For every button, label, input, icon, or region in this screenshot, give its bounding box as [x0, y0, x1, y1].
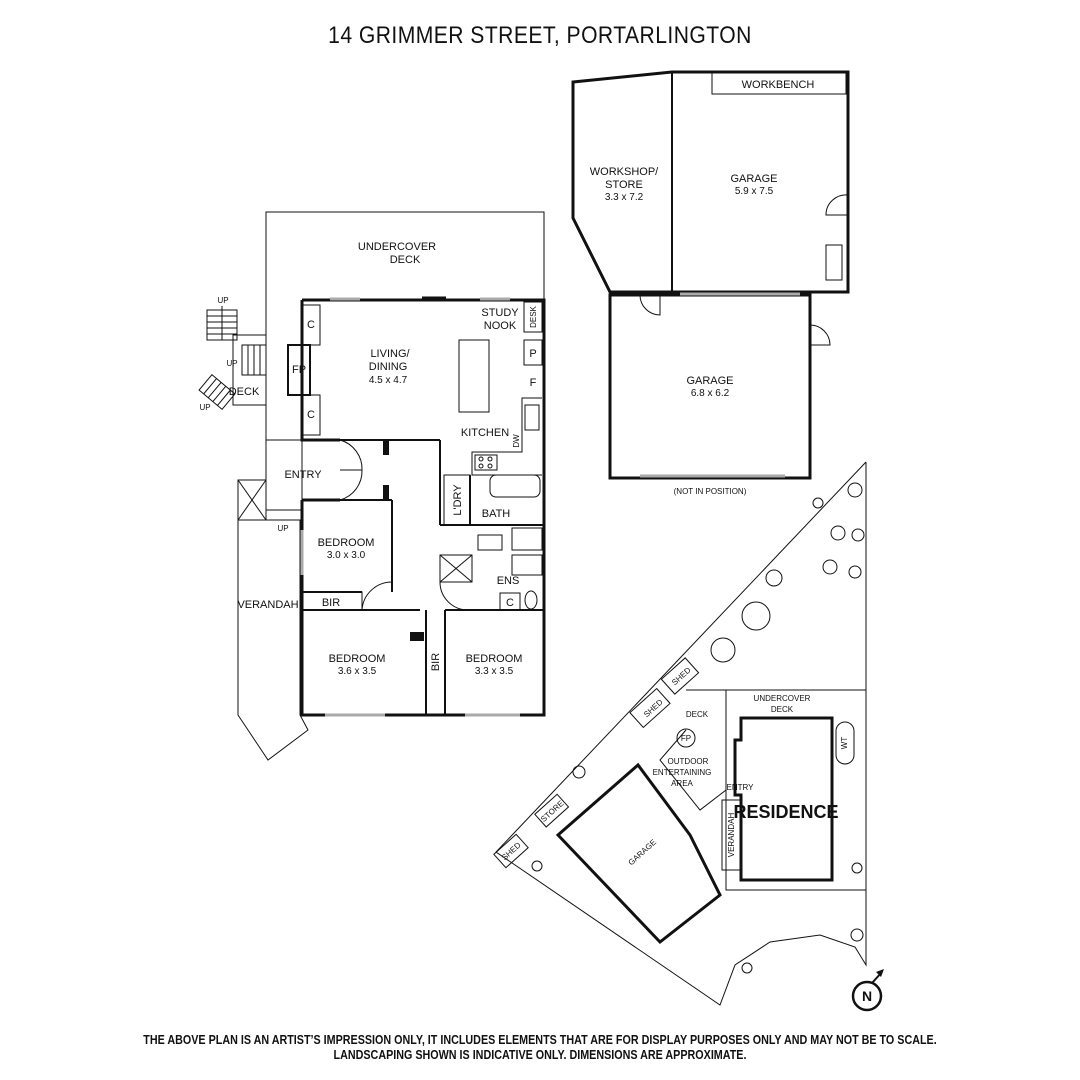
- outbuilding-upper-wall: [571, 70, 850, 294]
- site-undercover-label-1: UNDERCOVER: [754, 694, 811, 703]
- outbuilding-plan: WORKBENCH WORKSHOP/ STORE 3.3 x 7.2 GARA…: [571, 70, 850, 496]
- plan-title: 14 GRIMMER STREET, PORTARLINGTON: [328, 22, 752, 49]
- fridge-label: F: [530, 377, 537, 389]
- cooktop: [474, 454, 498, 471]
- kitchen-label: KITCHEN: [461, 427, 509, 439]
- site-undercover-deck: [725, 689, 867, 891]
- laundry: [443, 474, 471, 526]
- fireplace-label: FP: [292, 364, 306, 376]
- living-label-1: LIVING/: [370, 348, 410, 360]
- entry-label: ENTRY: [284, 469, 322, 481]
- undercover-deck-label-1: UNDERCOVER: [358, 241, 436, 253]
- workshop-label-2: STORE: [605, 179, 643, 191]
- up-label-3: UP: [199, 403, 210, 412]
- compass-north-icon: N: [851, 969, 884, 1012]
- up-label-1: UP: [217, 296, 228, 305]
- verandah-box: [237, 479, 267, 521]
- stairs-angled: [198, 373, 236, 411]
- desk-label: DESK: [529, 305, 538, 327]
- stairs-top: [206, 306, 238, 341]
- cupboard-label-1: C: [307, 319, 315, 331]
- shed-3: [493, 833, 529, 869]
- workshop-label-1: WORKSHOP/: [590, 166, 659, 178]
- residence-footprint: [733, 716, 834, 882]
- water-tank: [835, 721, 855, 765]
- shed-1: [629, 687, 671, 729]
- bath-label: BATH: [482, 508, 511, 520]
- study-label-1: STUDY: [481, 307, 519, 319]
- site-fireplace: [676, 728, 696, 748]
- garage2-dims: 6.8 x 6.2: [691, 388, 730, 399]
- site-deck-label: DECK: [686, 710, 709, 719]
- verandah-label: VERANDAH: [237, 599, 298, 611]
- site-garage: [555, 762, 722, 945]
- cupboard-label-2: C: [307, 409, 315, 421]
- tree-symbols: [531, 482, 865, 974]
- site-verandah: [721, 799, 741, 871]
- undercover-deck-outline: [265, 211, 545, 440]
- bir-label-2: BIR: [430, 653, 442, 671]
- workshop-dims: 3.3 x 7.2: [605, 192, 644, 203]
- bed1-label: BEDROOM: [318, 537, 375, 549]
- bed2-dims: 3.6 x 3.5: [338, 666, 377, 677]
- fireplace: [287, 344, 311, 396]
- house-outer-wall: [300, 298, 546, 717]
- entry-area: [265, 439, 303, 511]
- garage2-label: GARAGE: [686, 375, 733, 387]
- store: [534, 793, 570, 828]
- living-dims: 4.5 x 4.7: [369, 375, 408, 386]
- kitchen-sink: [524, 404, 540, 431]
- living-label-2: DINING: [369, 361, 408, 373]
- bed1-dims: 3.0 x 3.0: [327, 550, 366, 561]
- stairs-mid: [241, 344, 267, 376]
- disclaimer-line-2: LANDSCAPING SHOWN IS INDICATIVE ONLY. DI…: [333, 1048, 747, 1062]
- study-label-2: NOOK: [484, 320, 517, 332]
- garage1-label: GARAGE: [730, 173, 777, 185]
- not-in-position-label: (NOT IN POSITION): [674, 487, 747, 496]
- dw-label: DW: [512, 434, 521, 448]
- disclaimer-line-1: THE ABOVE PLAN IS AN ARTIST’S IMPRESSION…: [143, 1033, 937, 1047]
- bir-label-1: BIR: [322, 597, 340, 609]
- garage1-dims: 5.9 x 7.5: [735, 186, 774, 197]
- workbench: [711, 71, 847, 95]
- shed-2: [660, 657, 700, 695]
- house-plan: UNDERCOVER DECK DECK UP UP UP: [198, 211, 546, 761]
- disclaimer: THE ABOVE PLAN IS AN ARTIST’S IMPRESSION…: [76, 1033, 1005, 1063]
- undercover-deck-label-2: DECK: [390, 254, 421, 266]
- ens-cupboard-label: C: [506, 597, 514, 609]
- wt-label: WT: [840, 737, 849, 750]
- garage-sink: [825, 244, 843, 281]
- workbench-label: WORKBENCH: [742, 79, 815, 91]
- residence-label: RESIDENCE: [733, 802, 838, 822]
- up-label-2: UP: [226, 359, 237, 368]
- ens-label: ENS: [497, 575, 520, 587]
- kitchen-bench: [471, 397, 542, 476]
- site-deck-outline: [659, 689, 727, 811]
- pantry-label: P: [529, 348, 536, 360]
- deck-label: DECK: [229, 386, 260, 398]
- shed-label-1: SHED: [642, 697, 665, 719]
- site-entry-label: ENTRY: [727, 783, 755, 792]
- outdoor-label-1: OUTDOOR: [668, 757, 709, 766]
- up-label-4: UP: [277, 524, 288, 533]
- laundry-label: L'DRY: [452, 484, 464, 516]
- compass-label: N: [862, 988, 872, 1004]
- site-fp-label: FP: [681, 734, 691, 743]
- bed3-label: BEDROOM: [466, 653, 523, 665]
- bed3-dims: 3.3 x 3.5: [475, 666, 514, 677]
- site-undercover-label-2: DECK: [771, 705, 794, 714]
- site-garage-label: GARAGE: [627, 838, 658, 868]
- outdoor-label-2: ENTERTAINING: [653, 768, 712, 777]
- kitchen-island: [458, 339, 490, 413]
- outdoor-label-3: AREA: [671, 779, 693, 788]
- site-plan: SHED SHED SHED STORE DECK FP OUTDOOR ENT…: [493, 461, 867, 1006]
- ensuite-shower: [439, 554, 473, 583]
- bed2-label: BEDROOM: [329, 653, 386, 665]
- site-boundary: [495, 461, 867, 1006]
- verandah-outline: [237, 479, 309, 761]
- site-verandah-label: VERANDAH: [727, 813, 736, 858]
- bathtub: [489, 474, 541, 498]
